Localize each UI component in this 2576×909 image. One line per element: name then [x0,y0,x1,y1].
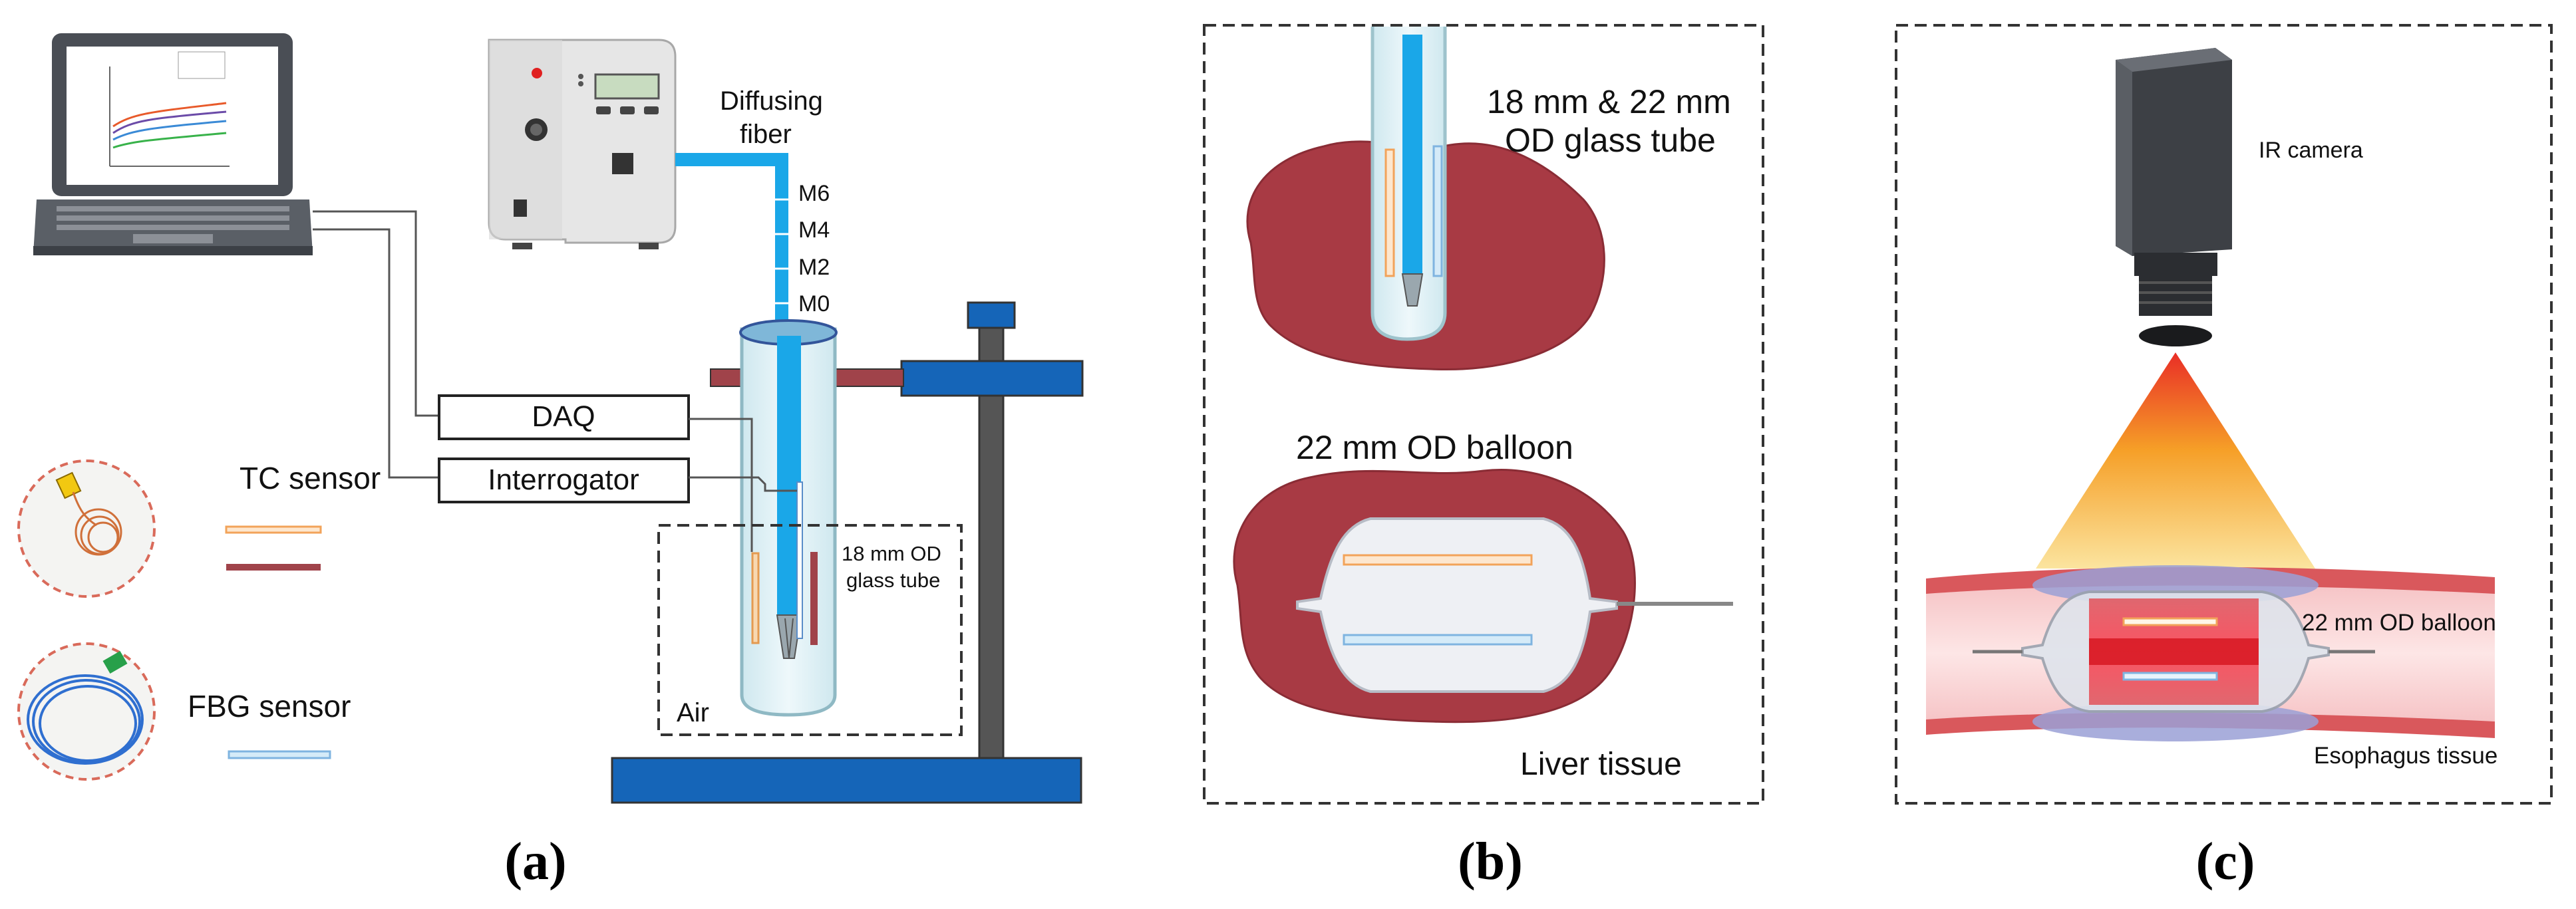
laptop-icon [33,33,313,255]
panel-c-frame [1895,24,2553,805]
balloon-22mm-b [1296,517,1733,693]
tube-label-line1: 18 mm OD [842,542,941,565]
marker-m6: M6 [798,181,830,206]
fbg-sensor-photo [17,642,156,781]
balloon-22mm-c [1973,590,2375,713]
esophagus-tissue-label: Esophagus tissue [2314,743,2497,769]
tc-sensor-photo [17,459,156,598]
daq-box: DAQ [438,394,690,440]
ir-view-cone [2036,352,2315,569]
ir-camera-label: IR camera [2259,138,2363,163]
marker-m2: M2 [798,255,830,280]
tube-label-b-line2: OD glass tube [1505,122,1716,159]
tc-sensor-legend-brown [226,564,321,571]
diffusing-fiber-label-1: Diffusing [720,86,823,116]
tube-label-b-line1: 18 mm & 22 mm [1487,83,1731,120]
interrogator-box: Interrogator [438,457,690,503]
fiber-markers [774,198,790,305]
panel-b-frame [1203,24,1764,805]
fbg-sensor-label: FBG sensor [188,689,351,723]
tc-sensor-legend-orange [225,525,322,534]
air-region-outline [657,524,963,736]
daq-label: DAQ [532,400,595,433]
balloon-label-b: 22 mm OD balloon [1296,429,1573,466]
tc-sensor-label: TC sensor [240,461,381,495]
panel-a: Diffusing fiber M6 M4 M2 M0 [17,33,1084,891]
interrogator-label: Interrogator [488,463,639,496]
glass-tube-18mm [739,319,838,717]
glass-tube-top [1370,27,1447,341]
diffusing-fiber [675,153,788,336]
air-label: Air [677,698,709,727]
marker-m0: M0 [798,291,830,317]
screen-chart-thumbnail [109,51,230,167]
diffusing-fiber-label-2: fiber [740,120,792,149]
laptop-cables [313,210,439,479]
laser-source-device [488,39,677,249]
marker-m4: M4 [798,217,830,243]
balloon-label-c: 22 mm OD balloon [2302,610,2496,636]
panel-b-caption: (b) [1458,833,1523,891]
fbg-sensor-legend [228,750,331,759]
tube-label-line2: glass tube [846,569,940,592]
liver-tissue-label: Liver tissue [1520,747,1682,782]
panel-a-caption: (a) [504,833,566,891]
panel-c: IR camera 22 mm OD balloon Esophagus tis… [1895,24,2553,891]
panel-b: 18 mm & 22 mm OD glass tube 22 mm OD bal… [1203,24,1764,891]
panel-c-caption: (c) [2196,833,2255,891]
sensor-cables [689,418,797,552]
ir-camera-icon [2116,48,2232,346]
